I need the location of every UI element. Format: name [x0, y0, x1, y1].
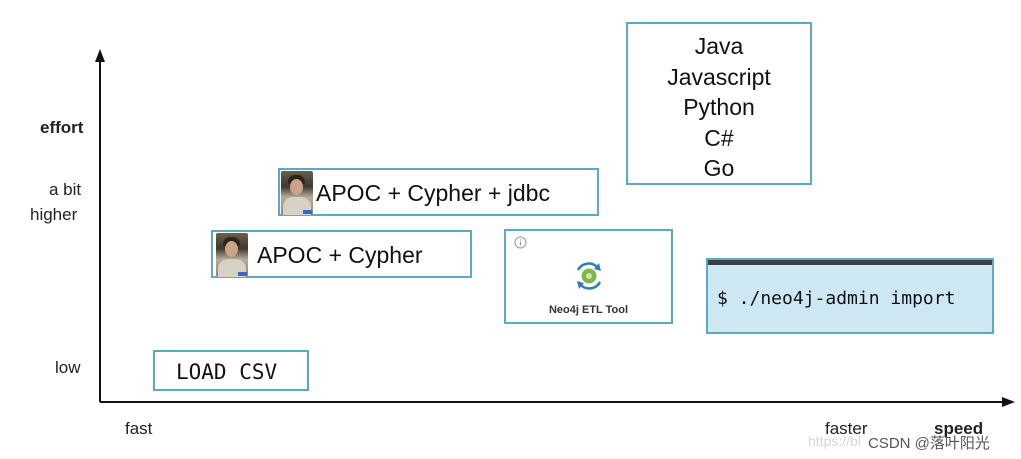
x-axis-arrow	[1002, 397, 1015, 407]
language-item: Go	[703, 155, 735, 181]
languages-list: Java Javascript Python C# Go	[628, 31, 810, 184]
etl-tool-label: Neo4j ETL Tool	[548, 304, 629, 316]
apoc-cypher-label: APOC + Cypher	[257, 242, 423, 268]
y-axis-arrow	[95, 49, 105, 62]
y-tick-a-bit: a bit	[49, 180, 82, 199]
languages-box: Java Javascript Python C# Go	[626, 22, 812, 185]
watermark-url: https://bl	[808, 433, 861, 449]
language-item: Python	[683, 94, 755, 120]
admin-import-command: $ ./neo4j-admin import	[717, 288, 956, 309]
language-item: C#	[704, 124, 734, 151]
load-csv-label: LOAD CSV	[176, 360, 278, 384]
x-tick-faster: faster	[825, 419, 868, 438]
x-axis-title: speed	[934, 419, 984, 438]
info-icon	[514, 236, 527, 249]
apoc-cypher-jdbc-box: APOC + Cypher + jdbc	[278, 168, 599, 216]
gear-icon	[576, 262, 602, 290]
avatar	[281, 171, 313, 215]
terminal-title-bar	[708, 260, 992, 265]
language-item: Java	[694, 33, 744, 59]
apoc-cypher-box: APOC + Cypher	[211, 230, 472, 278]
apoc-cypher-jdbc-label: APOC + Cypher + jdbc	[316, 180, 550, 206]
avatar	[216, 233, 248, 277]
watermark-csdn: CSDN @落叶阳光	[868, 435, 990, 452]
etl-tool-box: Neo4j ETL Tool	[504, 229, 673, 324]
admin-import-terminal: $ ./neo4j-admin import	[706, 258, 994, 334]
y-tick-low: low	[55, 358, 81, 377]
y-tick-higher: higher	[30, 205, 78, 224]
language-item: Javascript	[667, 63, 771, 90]
x-tick-fast: fast	[125, 419, 153, 438]
load-csv-box: LOAD CSV	[153, 350, 309, 391]
y-axis-title: effort	[40, 118, 84, 137]
